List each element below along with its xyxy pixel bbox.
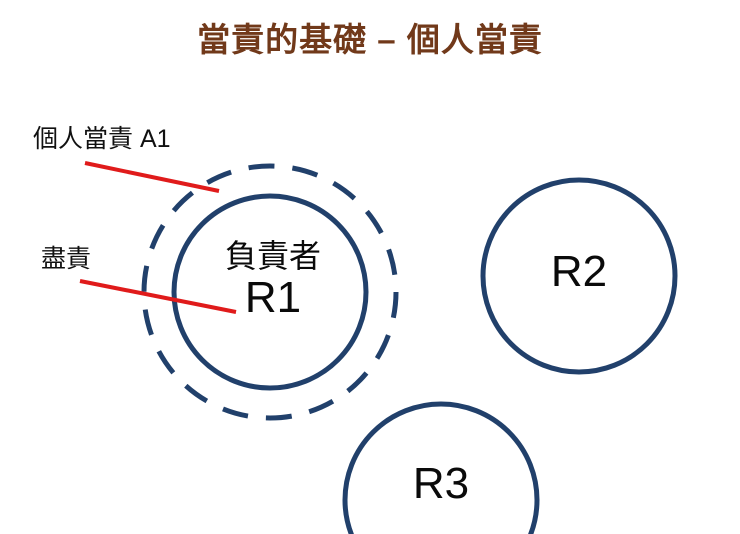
responsible-circle-r1: [171, 193, 369, 391]
callout-line-a1: [84, 161, 220, 193]
callout-line-jinze: [79, 279, 237, 314]
callout-label-personal-accountability-a1: 個人當責 A1: [33, 125, 171, 153]
dashed-accountability-circle: [141, 163, 399, 421]
callout-label-responsibility: 盡責: [41, 245, 92, 273]
responsible-circle-r3: [342, 401, 540, 534]
responsible-circle-r2: [480, 177, 678, 375]
page-title: 當責的基礎 – 個人當責: [197, 21, 543, 58]
